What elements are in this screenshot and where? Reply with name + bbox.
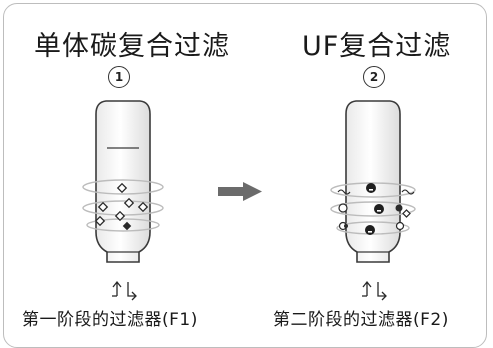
stage1-step-badge: 1 — [108, 66, 130, 88]
stage1-title: 单体碳复合过滤 — [34, 31, 230, 62]
filter1-cartridge — [82, 100, 164, 301]
stage2-title: UF复合过滤 — [302, 31, 452, 62]
flow-arrow — [218, 182, 262, 201]
stage1-caption: 第一阶段的过滤器(F1) — [22, 310, 198, 330]
stage2-step-badge: 2 — [363, 66, 385, 88]
filter2-cartridge — [330, 100, 416, 301]
stage2-caption: 第二阶段的过滤器(F2) — [273, 310, 449, 330]
